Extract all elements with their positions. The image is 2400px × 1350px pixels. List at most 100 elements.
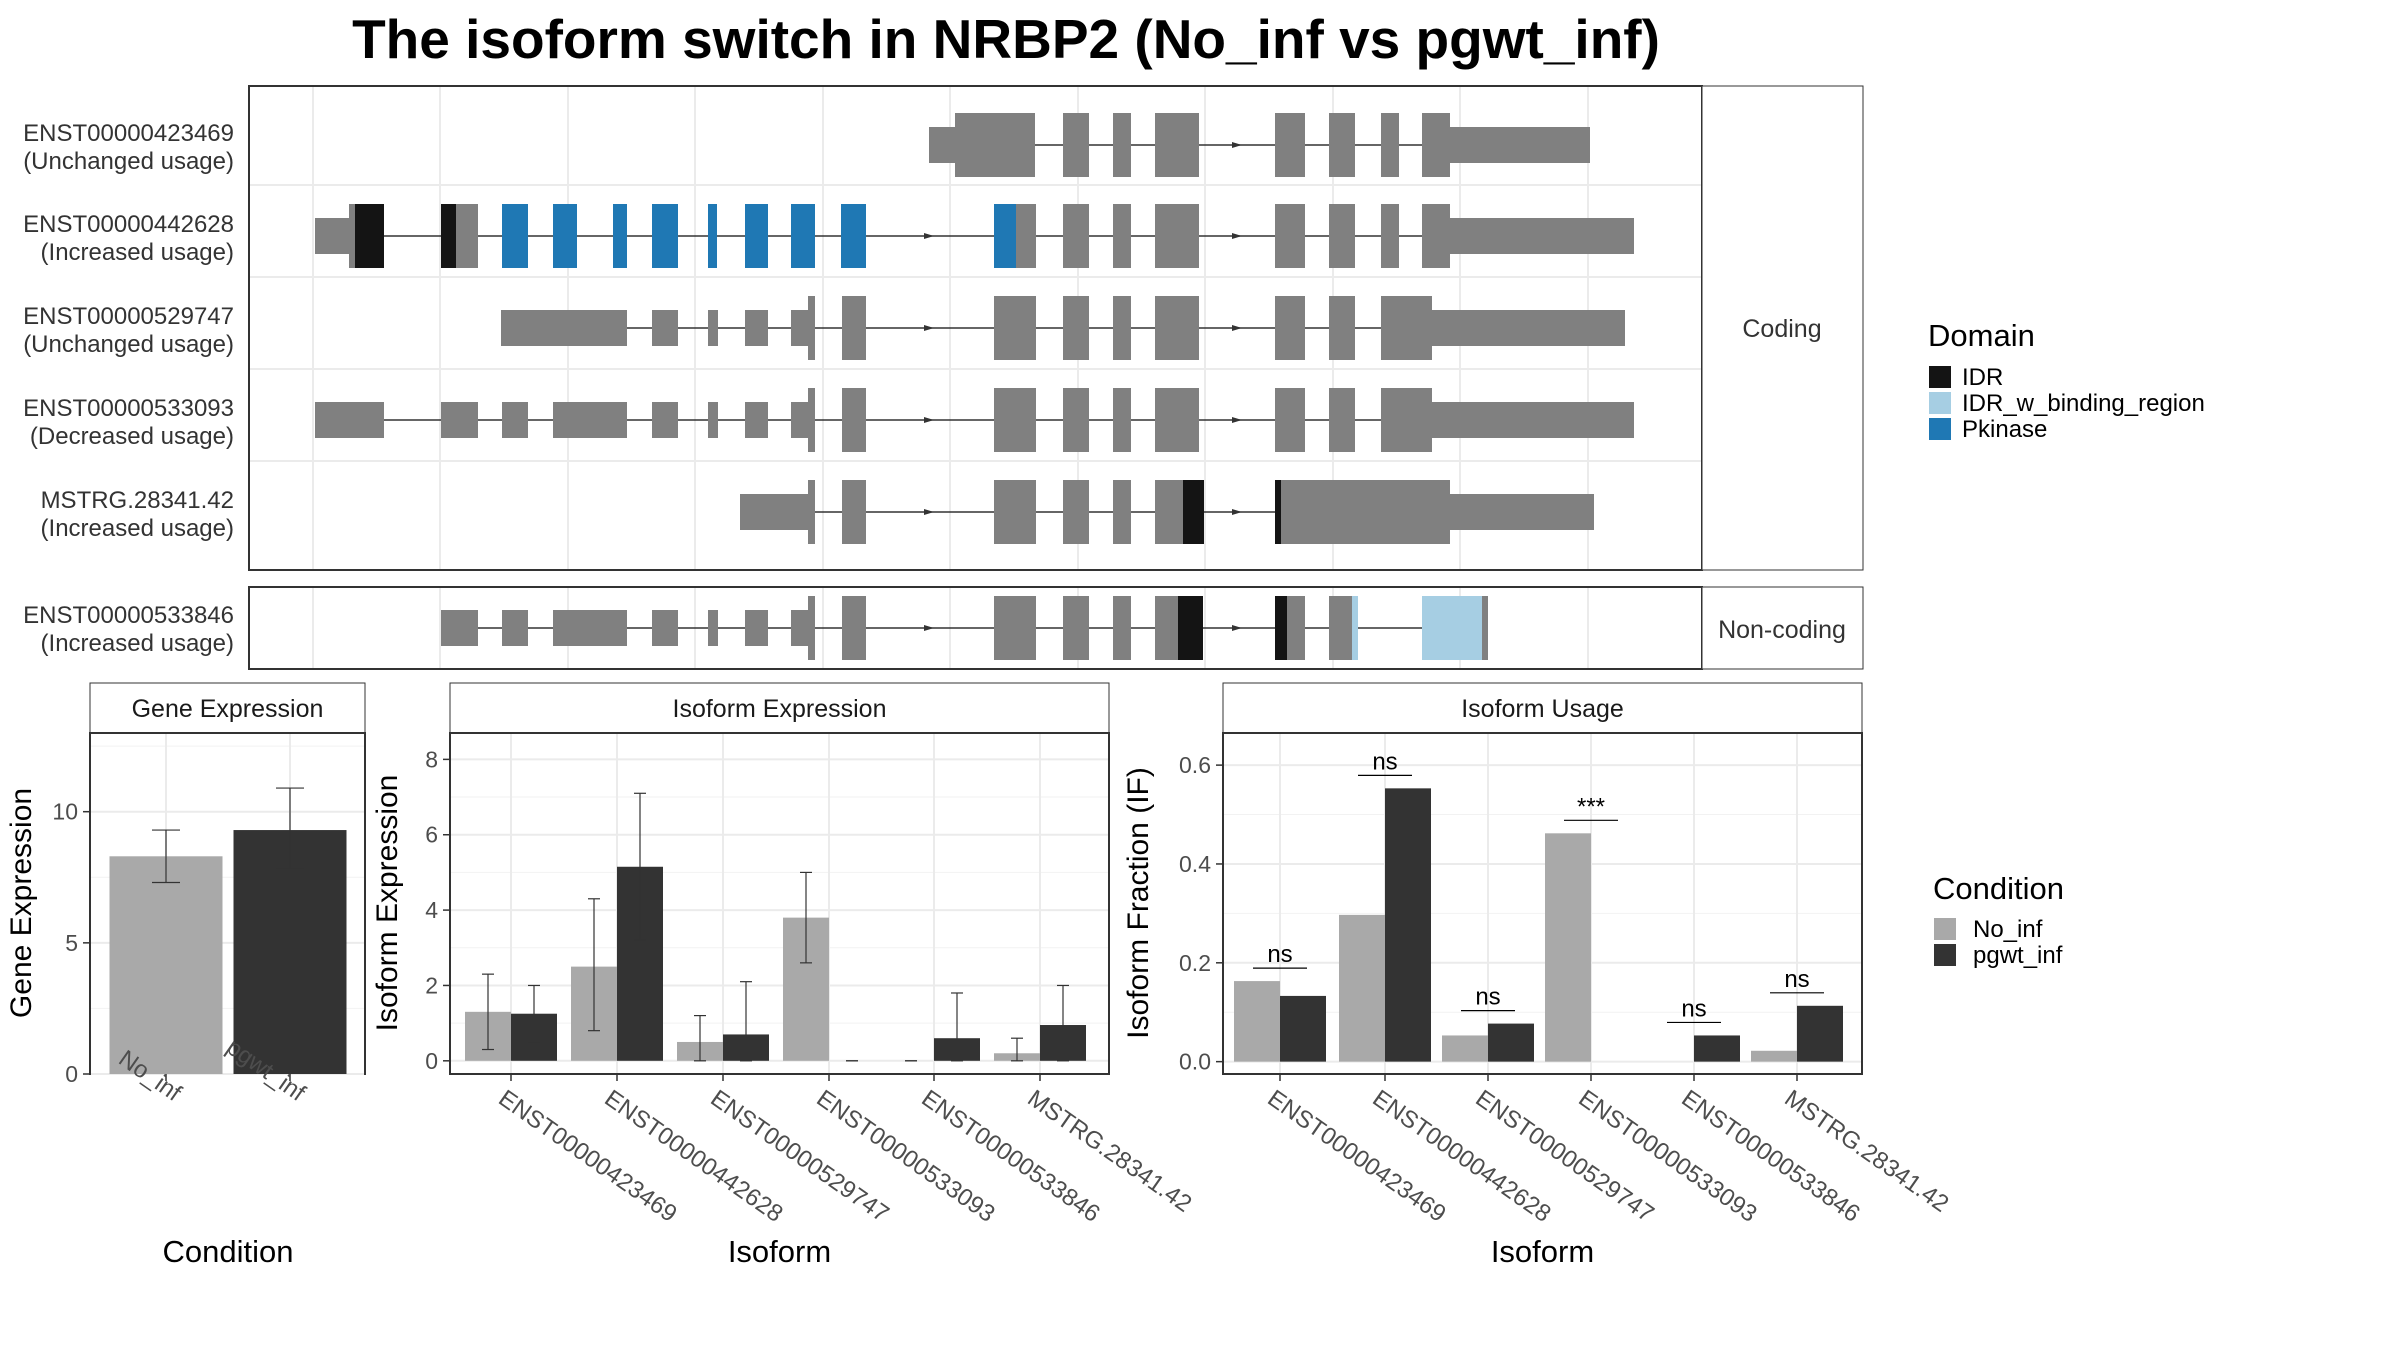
panel-frame — [1222, 732, 1863, 1075]
exon-block — [1155, 388, 1199, 452]
strand-arrow — [924, 233, 934, 239]
x-tick-label: MSTRG.28341.42 — [1780, 1085, 1954, 1218]
y-tick-label: 4 — [425, 897, 438, 923]
exon-block — [1422, 113, 1450, 177]
strand-arrow — [924, 417, 934, 423]
exon-block — [1155, 204, 1199, 268]
condition-legend-title: Condition — [1933, 871, 2064, 906]
domain-block-Pkinase — [502, 204, 528, 268]
exon-block — [1063, 388, 1089, 452]
y-tick-label: 0 — [65, 1061, 78, 1087]
bar-pgwt_inf — [233, 830, 347, 1074]
exon-block — [1275, 388, 1305, 452]
exon-block — [808, 596, 815, 660]
domain-block-Pkinase — [708, 204, 717, 268]
domain-block-IDR — [1275, 596, 1287, 660]
exon-block — [1155, 596, 1178, 660]
exon-block — [745, 310, 768, 346]
domain-block-Pkinase — [652, 204, 678, 268]
isoform-label: ENST00000442628 — [23, 211, 234, 238]
domain-block-IDR — [441, 204, 456, 268]
panel-strip-title: Isoform Expression — [673, 695, 887, 723]
x-tick-label: ENST00000529747 — [1471, 1085, 1659, 1228]
x-axis-title: Isoform — [728, 1234, 831, 1269]
isoform-expression-panel: Isoform Expression02468ENST00000423469EN… — [371, 682, 1196, 1269]
exon-block — [652, 610, 678, 646]
x-axis-title: Condition — [163, 1234, 294, 1269]
exon-block — [501, 310, 627, 346]
exon-block — [553, 402, 627, 438]
figure-title: The isoform switch in NRBP2 (No_inf vs p… — [352, 8, 1660, 70]
exon-block — [1113, 388, 1131, 452]
panel-strip — [449, 682, 1110, 734]
y-tick-label: 0.6 — [1179, 752, 1211, 778]
exon-block — [1113, 113, 1131, 177]
exon-block — [1450, 218, 1634, 254]
isoform-usage-label: (Unchanged usage) — [23, 148, 234, 175]
exon-block — [1275, 296, 1305, 360]
x-tick-label: ENST00000533846 — [1677, 1085, 1865, 1228]
domain-legend-label: Pkinase — [1962, 416, 2047, 443]
panel-frame — [449, 732, 1110, 1075]
exon-block — [1113, 596, 1131, 660]
isoform-label: ENST00000423469 — [23, 120, 234, 147]
exon-block — [1432, 402, 1634, 438]
exon-block — [1113, 480, 1131, 544]
exon-block — [994, 480, 1036, 544]
domain-block-IDR — [1183, 480, 1204, 544]
bar-No_inf — [1339, 914, 1385, 1062]
domain-legend-label: IDR_w_binding_region — [1962, 390, 2205, 417]
exon-block — [842, 480, 866, 544]
exon-block — [456, 204, 478, 268]
panel-strip — [1222, 682, 1863, 734]
significance-label: ns — [1372, 748, 1397, 775]
isoform-usage-label: (Unchanged usage) — [23, 331, 234, 358]
exon-block — [994, 596, 1036, 660]
exon-block — [808, 480, 815, 544]
y-tick-label: 0 — [425, 1048, 438, 1074]
exon-block — [1155, 296, 1199, 360]
domain-block-Pkinase — [745, 204, 768, 268]
exon-block — [1329, 596, 1352, 660]
exon-block — [1482, 596, 1488, 660]
exon-block — [929, 127, 955, 163]
domain-block-IDR_w_binding_region — [1422, 596, 1482, 660]
bar-No_inf — [1234, 981, 1280, 1062]
domain-legend-key — [1929, 418, 1951, 440]
panel-strip-title: Gene Expression — [132, 695, 324, 723]
panel-strip-title: Isoform Usage — [1461, 695, 1624, 723]
bar-No_inf — [109, 856, 223, 1074]
exon-block — [1155, 113, 1199, 177]
exon-block — [1063, 204, 1089, 268]
domain-block-IDR_w_binding_region — [1352, 596, 1358, 660]
y-tick-label: 0.2 — [1179, 950, 1211, 976]
isoform-label: ENST00000529747 — [23, 303, 234, 330]
strand-arrow — [1232, 142, 1242, 148]
exon-block — [1155, 480, 1183, 544]
exon-block — [315, 402, 384, 438]
exon-block — [791, 310, 808, 346]
y-axis-title: Isoform Fraction (IF) — [1122, 767, 1155, 1039]
facet-label-noncoding: Non-coding — [1718, 616, 1846, 644]
exon-block — [441, 610, 478, 646]
exon-block — [708, 310, 718, 346]
strand-arrow — [1232, 233, 1242, 239]
isoform-usage-label: (Increased usage) — [41, 630, 234, 657]
strand-arrow — [924, 509, 934, 515]
exon-block — [652, 402, 678, 438]
exon-block — [708, 402, 718, 438]
exon-block — [1287, 596, 1305, 660]
y-axis-title: Gene Expression — [5, 788, 38, 1018]
panel-strip — [89, 682, 366, 734]
domain-block-IDR — [1178, 596, 1203, 660]
x-tick-label: ENST00000533846 — [917, 1085, 1105, 1228]
exon-block — [1063, 113, 1089, 177]
domain-block-Pkinase — [553, 204, 577, 268]
exon-block — [994, 388, 1036, 452]
bar-No_inf — [1751, 1050, 1797, 1062]
bar-pgwt_inf — [1385, 788, 1431, 1062]
exon-block — [441, 402, 478, 438]
